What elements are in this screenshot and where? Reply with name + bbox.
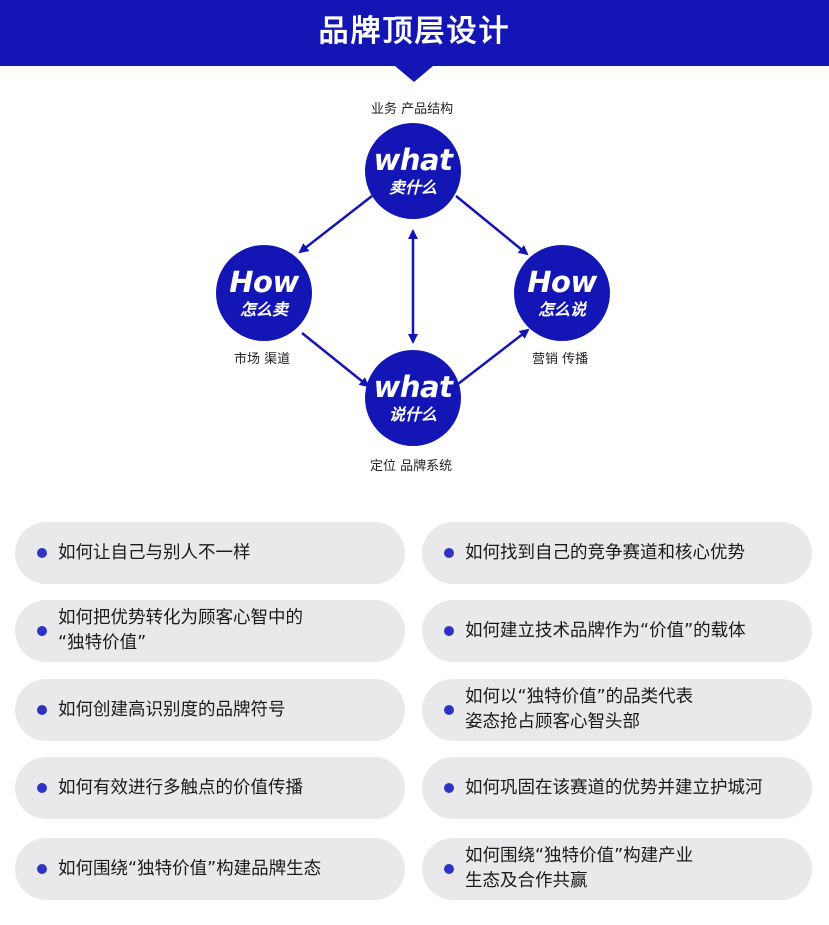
question-text: 如何有效进行多触点的价值传播 [58,757,398,819]
question-item: 如何找到自己的竞争赛道和核心优势 [422,522,812,584]
question-text: 如何以“独特价值”的品类代表 姿态抢占顾客心智头部 [465,679,805,741]
question-line: 如何巩固在该赛道的优势并建立护城河 [465,777,763,798]
bullet-dot [444,783,454,793]
caption-business-product: 业务 产品结构 [371,102,454,117]
bullet-dot [37,705,47,715]
question-line: 如何建立技术品牌作为“价值”的载体 [465,620,746,641]
question-text: 如何巩固在该赛道的优势并建立护城河 [465,757,805,819]
arrow-left-to-bottom [301,332,370,388]
arrow-top-to-left [298,195,373,254]
question-item: 如何建立技术品牌作为“价值”的载体 [422,600,812,662]
question-text: 如何围绕“独特价值”构建品牌生态 [58,838,398,900]
node-main-label: How [527,265,597,299]
node-main-label: what [373,370,453,404]
question-item: 如何创建高识别度的品牌符号 [15,679,405,741]
page-title: 品牌顶层设计 [318,14,511,49]
bullet-dot [37,783,47,793]
question-line: 如何创建高识别度的品牌符号 [58,699,286,720]
node-sub-label: 卖什么 [388,178,437,197]
node-sub-label: 怎么说 [537,300,586,319]
caption-positioning-brand-system: 定位 品牌系统 [370,459,453,474]
header-banner: 品牌顶层设计 [0,0,829,66]
bullet-dot [444,548,454,558]
question-item: 如何把优势转化为顾客心智中的 “独特价值” [15,600,405,662]
question-item: 如何有效进行多触点的价值传播 [15,757,405,819]
header-notch [395,66,433,82]
question-line: 如何有效进行多触点的价值传播 [58,777,303,798]
node-what-sell: what 卖什么 [365,123,461,219]
question-text: 如何找到自己的竞争赛道和核心优势 [465,522,805,584]
bullet-dot [444,626,454,636]
question-line: “独特价值” [58,633,147,653]
node-what-say: what 说什么 [365,350,461,446]
question-text: 如何围绕“独特价值”构建产业 生态及合作共赢 [465,838,805,900]
arrow-top-to-right [455,195,529,256]
question-item: 如何让自己与别人不一样 [15,522,405,584]
question-line: 姿态抢占顾客心智头部 [465,712,640,732]
node-sub-label: 怎么卖 [239,300,288,319]
caption-market-channel: 市场 渠道 [234,352,291,367]
bullet-dot [37,548,47,558]
node-how-sell: How 怎么卖 [216,245,312,341]
question-item: 如何以“独特价值”的品类代表 姿态抢占顾客心智头部 [422,679,812,741]
node-main-label: How [229,265,299,299]
bullet-dot [37,864,47,874]
bullet-dot [444,864,454,874]
bullet-dot [444,705,454,715]
node-how-say: How 怎么说 [514,245,610,341]
question-item: 如何巩固在该赛道的优势并建立护城河 [422,757,812,819]
question-line: 如何把优势转化为顾客心智中的 [58,608,303,628]
caption-marketing-communication: 营销 传播 [532,352,589,367]
question-item: 如何围绕“独特价值”构建产业 生态及合作共赢 [422,838,812,900]
arrow-bottom-to-right [457,328,530,385]
question-text: 如何把优势转化为顾客心智中的 “独特价值” [58,600,398,662]
node-main-label: what [373,143,453,177]
question-line: 如何让自己与别人不一样 [58,542,251,563]
question-line: 如何围绕“独特价值”构建品牌生态 [58,858,322,879]
question-text: 如何让自己与别人不一样 [58,522,398,584]
question-text: 如何创建高识别度的品牌符号 [58,679,398,741]
question-line: 如何以“独特价值”的品类代表 [465,687,694,707]
node-sub-label: 说什么 [388,405,437,424]
question-line: 生态及合作共赢 [465,871,588,891]
question-item: 如何围绕“独特价值”构建品牌生态 [15,838,405,900]
bullet-dot [37,626,47,636]
question-line: 如何找到自己的竞争赛道和核心优势 [465,542,745,563]
question-line: 如何围绕“独特价值”构建产业 [465,846,694,866]
question-text: 如何建立技术品牌作为“价值”的载体 [465,600,805,662]
